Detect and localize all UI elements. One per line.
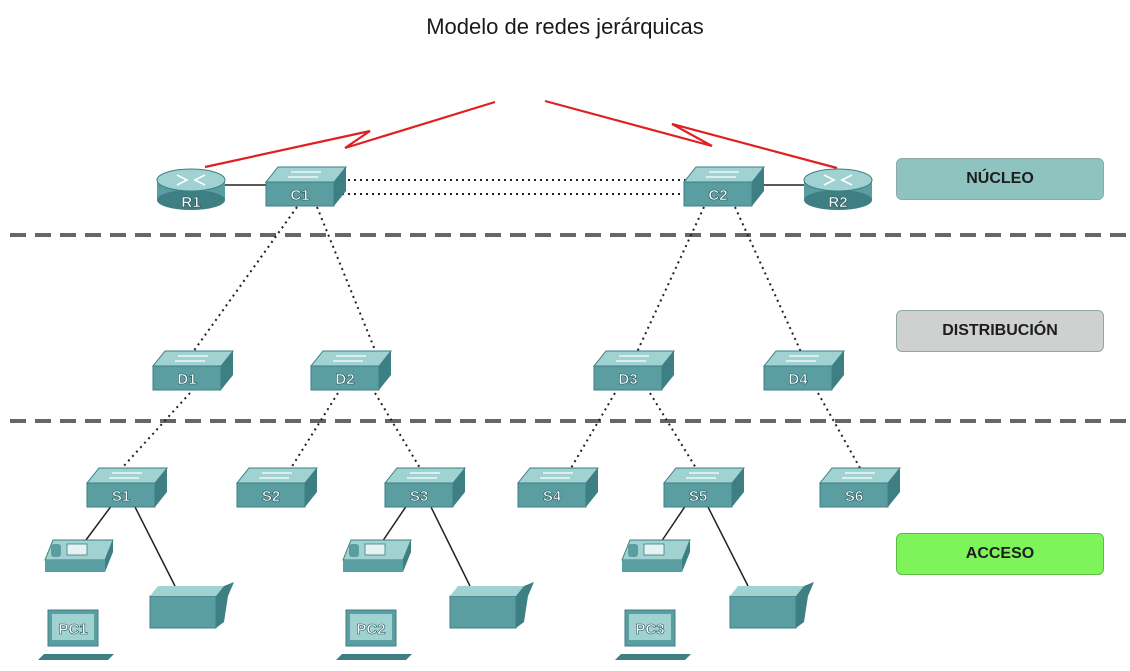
switch-d2-label: D2: [335, 371, 354, 388]
router-r1-label: R1: [181, 194, 200, 211]
switch-c2-label: C2: [708, 187, 727, 204]
switch-d4: D4: [762, 350, 846, 391]
switch-s3-label: S3: [410, 488, 428, 505]
layer-core-label: NÚCLEO: [896, 158, 1104, 200]
link-s3-printer: [429, 504, 471, 587]
router-r2-label: R2: [828, 194, 847, 211]
router-r2: R2: [803, 168, 873, 211]
layer-distribution-label: DISTRIBUCIÓN: [896, 310, 1104, 352]
switch-s1-label: S1: [112, 488, 130, 505]
diagram-title: Modelo de redes jerárquicas: [426, 14, 704, 39]
pc-3: PC3: [615, 609, 691, 660]
switch-d2: D2: [309, 350, 393, 391]
link-c1-d1: [192, 206, 298, 353]
switch-d3-label: D3: [618, 371, 637, 388]
link-d1-s1: [121, 392, 191, 469]
pc-1: PC1: [38, 609, 114, 660]
switch-s6: S6: [818, 467, 902, 508]
switch-d4-label: D4: [788, 371, 808, 388]
link-d3-s4: [570, 392, 616, 469]
switch-s5: S5: [662, 467, 746, 508]
link-d3-s5: [649, 392, 697, 469]
pc-2-label: PC2: [356, 621, 385, 638]
link-d2-s2: [290, 392, 339, 469]
pc-1-label: PC1: [58, 621, 87, 638]
switch-d1: D1: [151, 350, 235, 391]
link-d4-s6: [817, 392, 861, 469]
switch-s2: S2: [235, 467, 319, 508]
ip-phone-3: [621, 539, 691, 572]
switch-c1: C1: [264, 166, 348, 207]
pc-3-label: PC3: [635, 621, 664, 638]
layer-access-label: ACCESO: [896, 533, 1104, 575]
switch-c2: C2: [682, 166, 766, 207]
link-d2-s3: [374, 392, 421, 469]
switch-s3: S3: [383, 467, 467, 508]
link-c2-d3: [636, 206, 705, 353]
ip-phone-1: [44, 539, 114, 572]
switch-s4: S4: [516, 467, 600, 508]
ip-phone-2: [342, 539, 412, 572]
switch-s1: S1: [85, 467, 169, 508]
link-c1-d2: [316, 206, 376, 351]
switch-d1-label: D1: [177, 371, 196, 388]
link-s1-printer: [133, 504, 176, 587]
switch-s6-label: S6: [845, 488, 863, 505]
printer-1: [149, 582, 234, 629]
wan-link-r2: [544, 99, 838, 170]
switch-c1-label: C1: [290, 187, 309, 204]
router-r1: R1: [156, 168, 226, 211]
switch-d3: D3: [592, 350, 676, 391]
switch-s2-label: S2: [262, 488, 280, 505]
switch-s5-label: S5: [689, 488, 707, 505]
printer-3: [729, 582, 814, 629]
link-c2-d4: [734, 206, 802, 353]
switch-s4-label: S4: [543, 488, 562, 505]
pc-2: PC2: [336, 609, 412, 660]
wan-link-r1: [204, 100, 496, 169]
link-s5-printer: [706, 504, 749, 587]
printer-2: [449, 582, 534, 629]
